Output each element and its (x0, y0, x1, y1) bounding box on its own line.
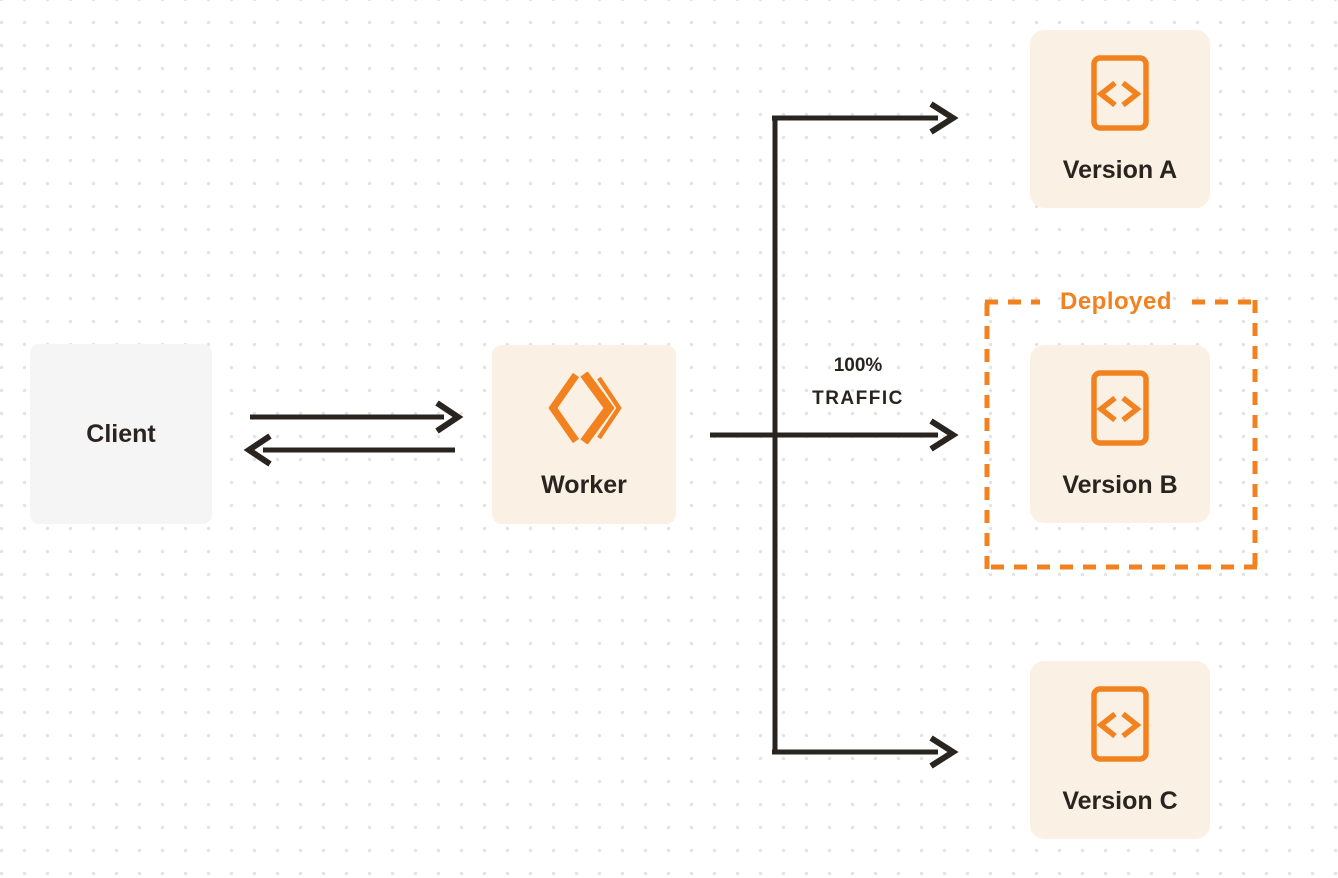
code-file-icon (1091, 686, 1149, 762)
traffic-word: TRAFFIC (812, 388, 904, 409)
version-a-node: Version A (1030, 30, 1210, 208)
version-b-label: Version B (1062, 471, 1178, 499)
arrow-client-to-worker (250, 400, 464, 434)
arrow-to-version-b (710, 418, 959, 452)
code-file-icon (1091, 370, 1149, 446)
workers-chevron-icon (548, 372, 622, 444)
arrow-to-version-a (772, 101, 959, 135)
arrow-to-version-c (772, 735, 959, 769)
deployed-dashed-border (984, 299, 1258, 570)
code-file-icon (1091, 55, 1149, 131)
traffic-percent: 100% (833, 355, 883, 376)
arrow-worker-to-client (243, 433, 455, 467)
version-a-label: Version A (1062, 156, 1178, 184)
worker-node: Worker (492, 345, 676, 524)
version-c-label: Version C (1062, 787, 1178, 815)
client-node: Client (30, 344, 212, 524)
version-c-node: Version C (1030, 661, 1210, 839)
traffic-annotation: 100% TRAFFIC (778, 349, 938, 415)
version-b-node: Version B (1030, 345, 1210, 523)
deployed-annotation: Deployed (1059, 288, 1173, 315)
client-label: Client (86, 420, 156, 448)
worker-label: Worker (541, 471, 627, 499)
